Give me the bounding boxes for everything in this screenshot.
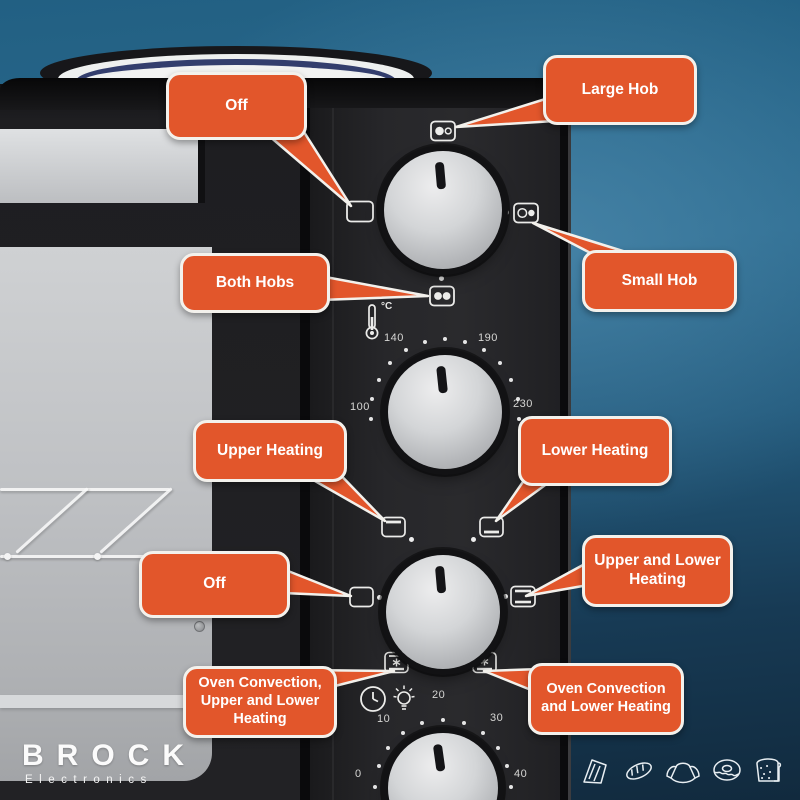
oven-off-icon — [349, 586, 374, 608]
both-hobs-icon — [429, 285, 455, 307]
dial-tick-dot — [515, 397, 520, 402]
upper-lower-heating-icon — [510, 585, 536, 608]
timer-tick-label-30: 30 — [490, 712, 504, 724]
callout-convection-upper-lower: Oven Convection, Upper and Lower Heating — [183, 666, 337, 738]
dial-tick-dot — [495, 745, 500, 750]
dial-tick-dot — [386, 745, 391, 750]
timer-tick-label-0: 0 — [355, 768, 362, 780]
callout-convection-lower: Oven Convection and Lower Heating — [528, 663, 684, 735]
dial-tick-dot — [369, 417, 374, 422]
dial-tick-dot — [373, 785, 377, 789]
dial-tick-dot — [388, 361, 393, 365]
dial-tick-dot — [516, 417, 521, 422]
dial-position-dot — [504, 210, 509, 215]
temperature-unit-label: °C — [381, 301, 393, 312]
dial-tick-dot — [404, 348, 409, 353]
baguette-icon — [626, 762, 652, 780]
dial-tick-dot — [401, 730, 406, 735]
dial-position-dot — [409, 537, 414, 542]
french-fries-icon — [583, 759, 607, 784]
light-bulb-icon — [393, 685, 415, 710]
oven-door: BROCK Electronics — [0, 247, 212, 786]
clock-icon — [360, 686, 386, 712]
dial-tick-dot — [441, 718, 445, 722]
dial-tick-dot — [376, 764, 381, 769]
callout-upper-lower-heating: Upper and Lower Heating — [582, 535, 733, 607]
temp-tick-label-190: 190 — [478, 332, 498, 344]
toast-bread-icon — [756, 758, 782, 782]
temperature-knob — [388, 355, 502, 469]
dial-position-dot — [440, 145, 445, 150]
dial-tick-dot — [370, 397, 375, 402]
dial-tick-dot — [505, 764, 510, 769]
door-screw — [194, 621, 205, 632]
croissant-icon — [666, 762, 700, 784]
callout-lower-heating: Lower Heating — [518, 416, 672, 486]
dial-tick-dot — [376, 377, 381, 382]
dial-position-dot — [503, 594, 508, 599]
donut-icon — [713, 759, 741, 781]
dial-tick-dot — [461, 721, 466, 726]
dial-position-dot — [377, 595, 382, 600]
hob-selector-knob — [384, 151, 502, 269]
knob-pointer — [434, 161, 446, 189]
knob-pointer — [432, 743, 446, 772]
brand-logo-subtitle: Electronics — [25, 774, 153, 786]
oven-rack-wire — [99, 487, 173, 554]
oven-vent-strip — [0, 129, 205, 203]
dial-tick-dot — [509, 377, 514, 382]
timer-tick-label-40: 40 — [514, 768, 528, 780]
callout-both-hobs: Both Hobs — [180, 253, 330, 313]
dial-tick-dot — [420, 721, 425, 726]
dial-tick-dot — [463, 339, 468, 344]
oven-rack-wire-end — [4, 553, 11, 560]
small-hob-icon — [513, 202, 539, 224]
large-hob-icon — [430, 120, 456, 142]
knob-pointer — [435, 365, 448, 394]
dial-tick-dot — [443, 337, 447, 341]
dial-position-dot — [471, 537, 476, 542]
timer-tick-label-10: 10 — [377, 713, 391, 725]
hob-off-icon — [346, 200, 374, 223]
dial-position-dot — [379, 209, 384, 214]
oven-rack-wire — [15, 487, 89, 554]
callout-hob-off: Off — [166, 72, 307, 140]
upper-heating-icon — [381, 516, 406, 538]
callout-large-hob: Large Hob — [543, 55, 697, 125]
dial-tick-dot — [497, 361, 502, 365]
callout-oven-off: Off — [139, 551, 290, 618]
brand-logo: BROCK — [22, 739, 197, 772]
callout-upper-heating: Upper Heating — [193, 420, 347, 482]
dial-tick-dot — [481, 348, 486, 353]
temp-tick-label-100: 100 — [350, 401, 370, 413]
oven-rack-wire — [0, 555, 212, 558]
temp-tick-label-140: 140 — [384, 332, 404, 344]
dial-tick-dot — [480, 730, 485, 735]
oven-rack-wire-end — [94, 553, 101, 560]
timer-tick-label-20: 20 — [432, 689, 446, 701]
knob-pointer — [434, 565, 446, 593]
function-knob — [386, 555, 500, 669]
dial-position-dot — [439, 276, 444, 281]
dial-tick-dot — [508, 785, 513, 789]
dial-tick-dot — [422, 339, 427, 344]
callout-small-hob: Small Hob — [582, 250, 737, 312]
thermometer-icon — [365, 304, 379, 340]
lower-heating-icon — [479, 516, 504, 538]
door-trim-strip — [0, 695, 212, 708]
